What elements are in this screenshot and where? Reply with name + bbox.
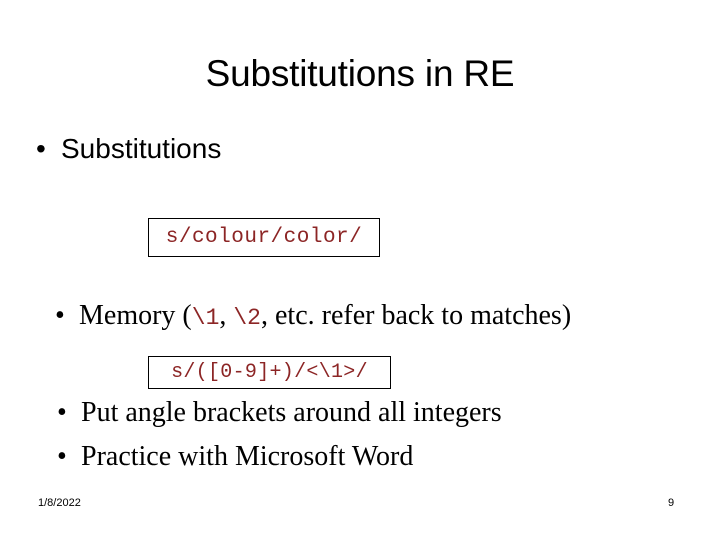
bullet-marker-icon: • (36, 133, 46, 164)
bullet-label: Put angle brackets around all integers (81, 397, 502, 428)
bullet-item-angle-brackets: • Put angle brackets around all integers (57, 396, 502, 430)
backreference-one: \1 (191, 305, 220, 331)
memory-text-after: , etc. refer back to matches) (260, 300, 572, 331)
footer-page-number: 9 (668, 497, 675, 509)
bullet-item-substitutions: • Substitutions (36, 131, 221, 167)
bullet-marker-icon: • (57, 397, 67, 428)
bullet-label: Memory (\1, \2, etc. refer back to match… (79, 299, 571, 335)
bullet-marker-icon: • (55, 300, 65, 331)
bullet-item-memory: • Memory (\1, \2, etc. refer back to mat… (55, 299, 571, 335)
page-title: Substitutions in RE (205, 53, 515, 94)
backreference-two: \2 (233, 305, 261, 331)
memory-separator: , (219, 300, 234, 331)
bullet-label: Practice with Microsoft Word (81, 441, 414, 472)
bullet-label: Substitutions (61, 133, 222, 164)
footer-date: 1/8/2022 (38, 497, 81, 509)
bullet-item-practice: • Practice with Microsoft Word (57, 440, 413, 474)
bullet-marker-icon: • (57, 441, 67, 472)
code-box-substitution-example: s/colour/color/ (148, 218, 380, 257)
memory-text-before: Memory ( (79, 300, 192, 331)
code-box-integer-brackets-example: s/([0-9]+)/<\1>/ (148, 356, 391, 389)
